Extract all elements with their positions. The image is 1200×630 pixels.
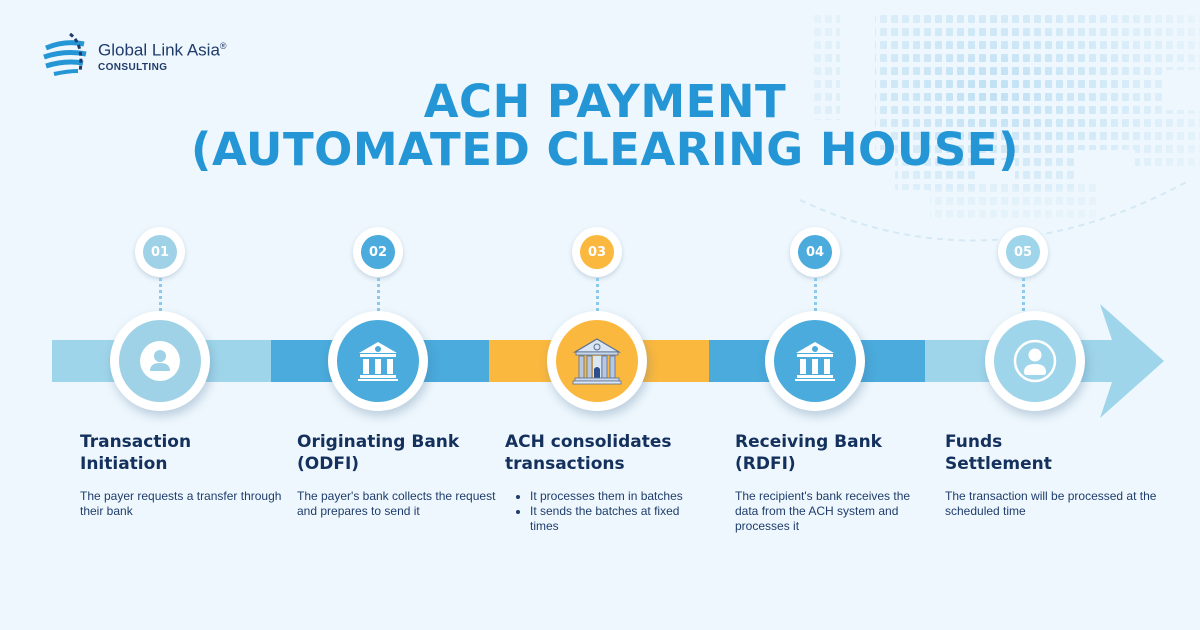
connector-dots: [596, 278, 599, 312]
arrow-head-icon: [1100, 304, 1164, 418]
user-icon: [140, 341, 180, 381]
bullet-item: It processes them in batches: [530, 489, 685, 504]
step-bullet-list: It processes them in batches It sends th…: [505, 489, 685, 534]
step-node-05: [985, 311, 1085, 411]
step-03-text: ACH consolidates transactions It process…: [505, 431, 715, 534]
step-title: Originating Bank (ODFI): [297, 432, 460, 474]
step-badge-02: 02: [353, 227, 403, 277]
connector-dots: [1022, 278, 1025, 312]
globe-icon: [43, 32, 87, 76]
step-04-text: Receiving Bank (RDFI) The recipient's ba…: [735, 431, 945, 534]
page-title: ACH PAYMENT (AUTOMATED CLEARING HOUSE): [0, 78, 1200, 174]
title-line-2: (AUTOMATED CLEARING HOUSE): [190, 123, 1020, 176]
bank-icon: [358, 342, 398, 381]
step-node-02: [328, 311, 428, 411]
step-node-03: [547, 311, 647, 411]
step-badge-05: 05: [998, 227, 1048, 277]
bullet-item: It sends the batches at fixed times: [530, 504, 685, 534]
step-title: ACH consolidates transactions: [505, 432, 672, 474]
logo-subtitle: CONSULTING: [98, 61, 168, 73]
step-title: Transaction Initiation: [80, 432, 192, 474]
step-description: The transaction will be processed at the…: [945, 489, 1157, 518]
step-node-04: [765, 311, 865, 411]
step-title: Funds Settlement: [945, 432, 1052, 474]
step-02-text: Originating Bank (ODFI) The payer's bank…: [297, 431, 507, 519]
user-circle-icon: [1013, 339, 1057, 383]
company-logo: Global Link Asia® CONSULTING: [40, 30, 227, 80]
globe-background-icon: [799, 10, 1200, 242]
logo-name: Global Link Asia®: [98, 40, 227, 60]
step-badge-03: 03: [572, 227, 622, 277]
connector-dots: [159, 278, 162, 312]
step-01-text: Transaction Initiation The payer request…: [80, 431, 290, 519]
bank-icon: [795, 342, 835, 381]
step-badge-04: 04: [790, 227, 840, 277]
step-description: The payer requests a transfer through th…: [80, 489, 282, 518]
title-line-1: ACH PAYMENT: [423, 75, 787, 128]
step-05-text: Funds Settlement The transaction will be…: [945, 431, 1156, 519]
step-node-01: [110, 311, 210, 411]
step-badge-01: 01: [135, 227, 185, 277]
connector-dots: [377, 278, 380, 312]
step-description: The recipient's bank receives the data f…: [735, 489, 911, 533]
clearing-house-icon: [572, 338, 622, 385]
connector-dots: [814, 278, 817, 312]
step-title: Receiving Bank (RDFI): [735, 432, 882, 474]
step-description: The payer's bank collects the request an…: [297, 489, 496, 518]
